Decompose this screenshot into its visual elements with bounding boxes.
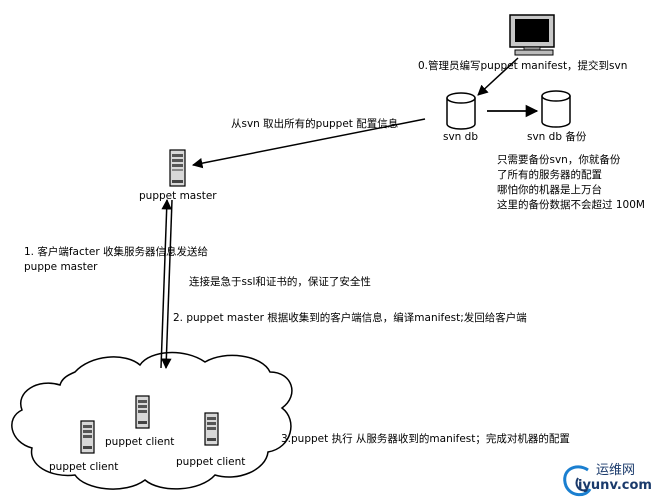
client-server-mid-icon — [135, 395, 150, 429]
svn-to-master-label: 从svn 取出所有的puppet 配置信息 — [231, 118, 399, 130]
watermark-cn: 运维网 — [596, 463, 636, 478]
backup-note-line: 这里的备份数据不会超过 100M — [497, 199, 645, 211]
arrow-master-to-client — [161, 199, 173, 370]
admin-monitor-icon — [509, 14, 555, 56]
svn-db-icon — [446, 92, 476, 130]
client-server-left-icon — [80, 420, 95, 454]
ssl-security-note: 连接是急于ssl和证书的，保证了安全性 — [189, 276, 371, 288]
svn-db-backup-label: svn db 备份 — [527, 131, 587, 143]
watermark-logo-icon — [563, 465, 592, 497]
backup-note-line: 只需要备份svn，你就备份 — [497, 154, 621, 166]
arrow-client-to-master — [160, 198, 172, 369]
admin-to-svn-label: 0.管理员编写puppet manifest，提交到svn — [418, 60, 628, 72]
client-mid-label: puppet client — [105, 436, 175, 448]
backup-note-line: 了所有的服务器的配置 — [497, 169, 602, 181]
arrow-admin-to-svn — [477, 57, 519, 96]
client-apply-label: 3.puppet 执行 从服务器收到的manifest；完成对机器的配置 — [281, 433, 570, 445]
arrow-svn-to-master — [191, 118, 426, 169]
master-to-client-label: 2. puppet master 根据收集到的客户端信息，编译manifest;… — [173, 312, 527, 324]
client-cloud-shape — [11, 351, 293, 490]
client-server-right-icon — [204, 412, 219, 446]
client-to-master-label-line1: 1. 客户端facter 收集服务器信息发送给 — [24, 246, 208, 258]
svn-db-label: svn db — [443, 131, 479, 143]
watermark-en: iyunv.com — [578, 478, 652, 493]
backup-note-line: 哪怕你的机器是上万台 — [497, 184, 602, 196]
puppet-master-server-icon — [169, 149, 186, 187]
client-right-label: puppet client — [176, 456, 246, 468]
client-to-master-label-line2: puppe master — [24, 261, 98, 273]
puppet-master-label: puppet master — [139, 190, 217, 202]
client-left-label: puppet client — [49, 461, 119, 473]
svn-db-backup-icon — [541, 90, 571, 128]
